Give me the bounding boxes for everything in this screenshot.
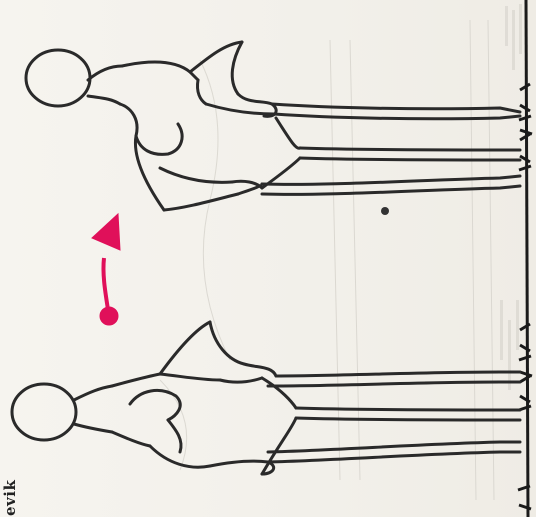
figure-start-pose [12,322,520,474]
page-caption: evik [2,468,18,516]
movement-arrow [92,214,120,325]
figure-end-pose [26,42,520,210]
arrow-head-icon [92,214,120,250]
ground-line [518,0,532,517]
figure-end-head [26,50,90,106]
ink-spot [381,207,389,215]
figure-start-head [12,384,76,440]
